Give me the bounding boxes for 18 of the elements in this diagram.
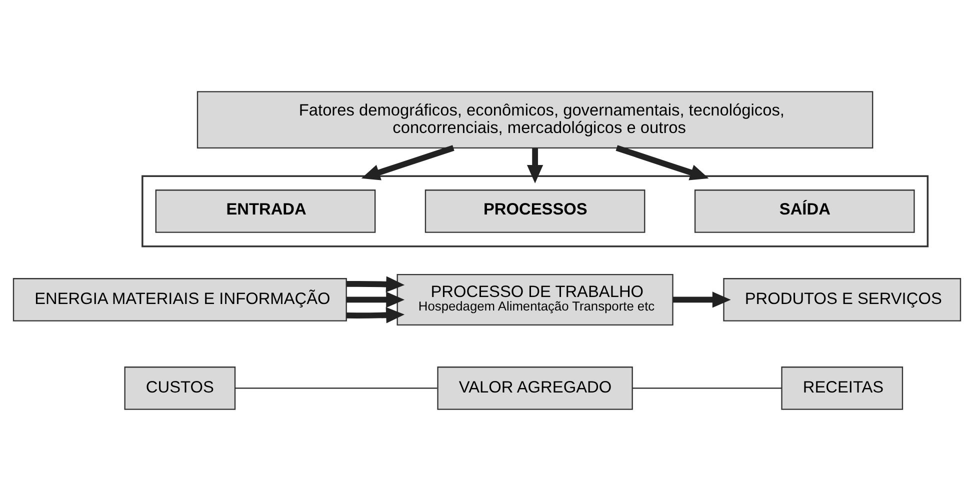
node-box: CUSTOS bbox=[124, 366, 236, 410]
node-box: PROCESSOS bbox=[424, 190, 646, 233]
arrow bbox=[346, 276, 405, 292]
node-box: VALOR AGREGADO bbox=[437, 366, 633, 410]
node-box: PRODUTOS E SERVIÇOS bbox=[723, 278, 962, 322]
connector bbox=[632, 388, 782, 389]
node-box: ENERGIA MATERIAIS E INFORMAÇÃO bbox=[12, 278, 347, 322]
arrow bbox=[346, 307, 405, 324]
cluster bbox=[142, 175, 929, 248]
node-box: ENTRADA bbox=[155, 190, 376, 233]
arrow bbox=[526, 148, 544, 184]
arrow bbox=[346, 292, 405, 308]
arrow bbox=[673, 292, 731, 308]
node-box: PROCESSO DE TRABALHO Hospedagem Alimentação Transporte etc bbox=[396, 274, 674, 326]
node-box: Fatores demográficos, econômicos, governamentais, tecnológicos, concorrenciais, mercadológicos e outros bbox=[196, 91, 874, 149]
connector bbox=[235, 388, 438, 389]
node-box: SAÍDA bbox=[694, 190, 915, 233]
node-box: RECEITAS bbox=[781, 366, 904, 410]
